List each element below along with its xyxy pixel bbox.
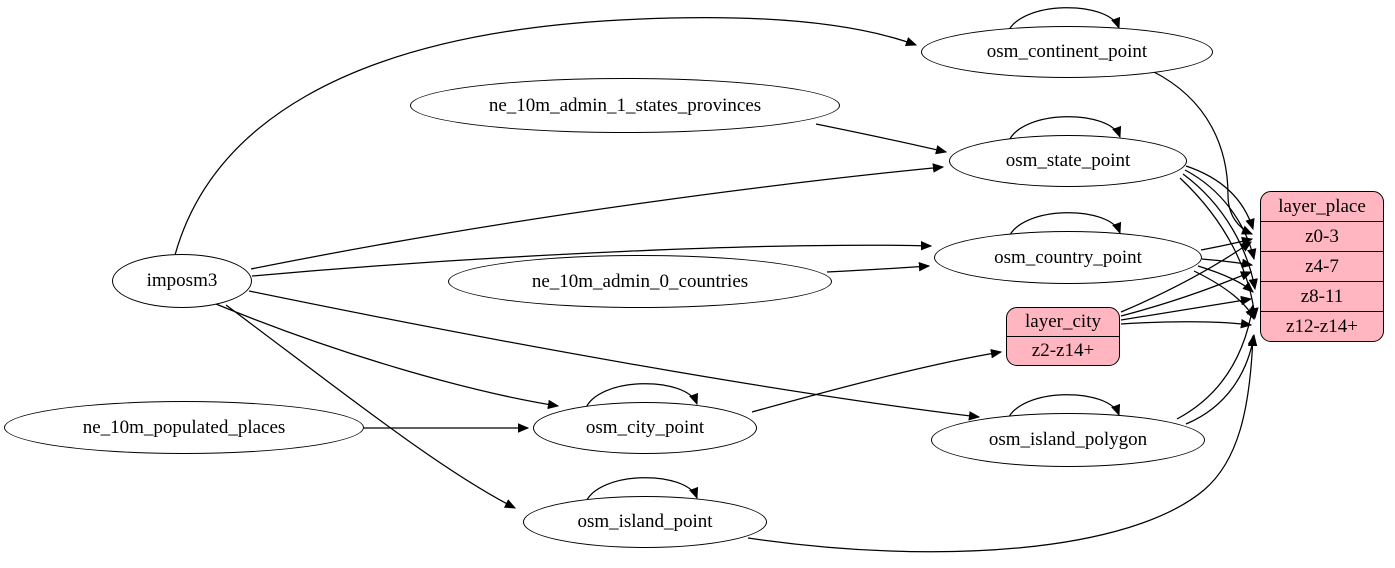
layer-place-row-z4-7: z4-7: [1261, 251, 1383, 281]
self-loop-city: [584, 383, 699, 411]
node-imposm3: imposm3: [112, 254, 252, 308]
node-layer-city: layer_city z2-z14+: [1006, 307, 1120, 366]
node-osm-country-point: osm_country_point: [934, 231, 1202, 284]
node-osm-city-point: osm_city_point: [533, 402, 757, 454]
edge-state-z12-z14: [1179, 177, 1259, 320]
node-osm-city-point-label: osm_city_point: [585, 417, 705, 438]
node-ne-10m-populated-places: ne_10m_populated_places: [4, 401, 364, 454]
layer-city-row-z2-z14: z2-z14+: [1007, 336, 1119, 365]
layer-place-row-z8-11: z8-11: [1261, 281, 1383, 311]
node-imposm3-label: imposm3: [146, 270, 218, 291]
node-osm-continent-point-label: osm_continent_point: [986, 41, 1148, 62]
edge-layer-city-z8-11: [1120, 295, 1253, 321]
node-ne-10m-admin-0-countries: ne_10m_admin_0_countries: [448, 255, 832, 308]
edge-state-z0-3: [1185, 165, 1255, 231]
edge-island-polygon-z12-z14: [1185, 333, 1258, 425]
node-osm-island-point: osm_island_point: [523, 496, 767, 548]
node-osm-island-point-label: osm_island_point: [577, 511, 713, 532]
edge-country-z8-11: [1197, 265, 1254, 293]
layer-place-row-z12-z14: z12-z14+: [1261, 311, 1383, 341]
node-osm-continent-point: osm_continent_point: [921, 26, 1213, 78]
edge-continent-z0-3: [1151, 70, 1254, 235]
edge-imposm3-island-point: [225, 304, 517, 509]
edge-layer-city-z0-3: [1120, 241, 1252, 313]
edge-country-z4-7: [1201, 258, 1254, 269]
node-osm-island-polygon-label: osm_island_polygon: [988, 429, 1148, 450]
edge-layer-city-z4-7: [1120, 271, 1253, 317]
edge-country-z12-z14: [1193, 270, 1255, 321]
edge-imposm3-island-polygon: [248, 290, 981, 421]
self-loop-state: [1007, 116, 1122, 144]
node-ne-populated-label: ne_10m_populated_places: [82, 416, 286, 438]
layer-place-row-z0-3: z0-3: [1261, 221, 1383, 251]
self-loop-island-point: [584, 477, 699, 505]
edge-ne-countries-country: [826, 261, 931, 273]
edge-country-z0-3: [1200, 236, 1254, 251]
edge-imposm3-continent: [174, 16, 918, 256]
edge-island-polygon-z8-11: [1176, 303, 1257, 420]
edge-city-layer-city: [751, 348, 1003, 413]
self-loop-continent: [1006, 7, 1121, 35]
self-loop-island-polygon: [1006, 394, 1121, 422]
node-ne-10m-admin-1-states-provinces: ne_10m_admin_1_states_provinces: [410, 78, 840, 133]
edge-ne-states-state: [815, 123, 948, 155]
node-osm-state-point-label: osm_state_point: [1005, 150, 1131, 171]
node-layer-place: layer_place z0-3 z4-7 z8-11 z12-z14+: [1260, 191, 1384, 342]
edge-island-point-z12-z14: [747, 334, 1258, 553]
self-loop-country: [1007, 212, 1122, 240]
layer-place-title: layer_place: [1278, 195, 1366, 217]
node-ne-states-label: ne_10m_admin_1_states_provinces: [488, 94, 762, 116]
node-osm-state-point: osm_state_point: [949, 135, 1187, 187]
edge-imposm3-city: [215, 303, 560, 410]
node-osm-country-point-label: osm_country_point: [994, 246, 1142, 268]
edge-imposm3-state: [250, 163, 945, 270]
edge-imposm3-country: [251, 240, 933, 277]
node-osm-island-polygon: osm_island_polygon: [931, 413, 1205, 467]
node-ne-countries-label: ne_10m_admin_0_countries: [531, 270, 749, 292]
edge-layer-city-z12-z14: [1120, 318, 1253, 329]
layer-city-title: layer_city: [1025, 311, 1101, 332]
